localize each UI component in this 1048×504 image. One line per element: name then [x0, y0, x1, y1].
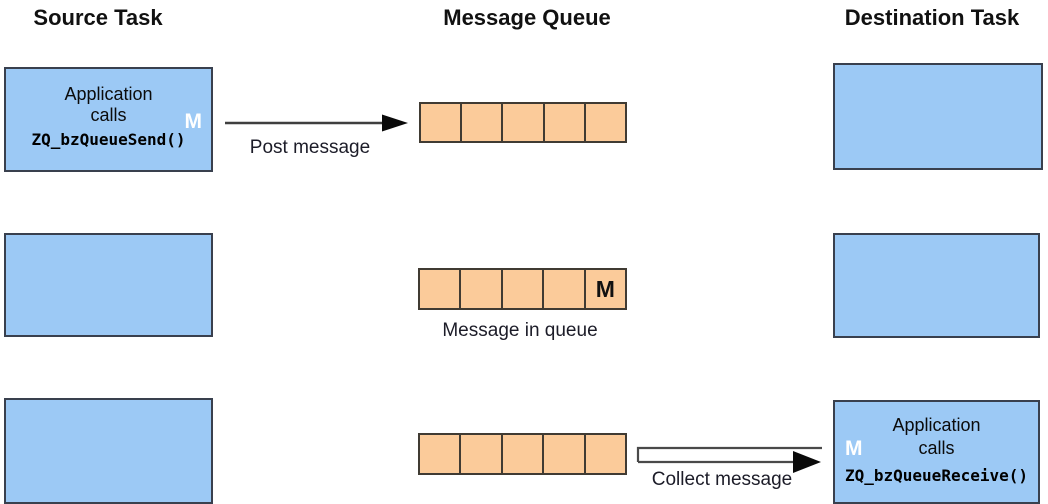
queue-cell: [583, 104, 626, 141]
message-marker: M: [845, 437, 863, 460]
queue-cell: [501, 104, 543, 141]
message-queue-row3: [418, 433, 627, 475]
collect-message-label: Collect message: [651, 469, 793, 490]
queue-cell: [459, 270, 501, 308]
destination-task-box-row2: [833, 233, 1040, 338]
source-task-header: Source Task: [33, 5, 163, 30]
message-queue-row1: [419, 102, 627, 143]
destination-task-box-row1: [833, 63, 1043, 170]
collect-message-arrow-icon: [636, 446, 822, 473]
queue-cell: [459, 435, 501, 473]
source-call-code: ZQ_bzQueueSend(): [31, 130, 186, 149]
message-marker: M: [184, 110, 203, 133]
queue-cell: [460, 104, 502, 141]
message-in-queue-label: Message in queue: [442, 320, 598, 341]
destination-task-header: Destination Task: [844, 5, 1020, 30]
queue-cell: [420, 435, 460, 473]
dest-call-line2: calls: [918, 438, 955, 458]
queue-cell: [542, 435, 584, 473]
queue-cell: [583, 435, 626, 473]
queue-cell: [420, 270, 460, 308]
message-marker: M: [595, 275, 615, 302]
post-message-arrow-icon: [225, 114, 408, 132]
message-queue-header: Message Queue: [443, 5, 611, 30]
destination-task-box-row3: Application calls ZQ_bzQueueReceive() M: [833, 400, 1040, 504]
queue-cell: [500, 435, 543, 473]
message-queue-row2: M: [418, 268, 627, 310]
source-call-line1: Application: [64, 84, 153, 104]
source-task-box-row3: [4, 398, 213, 504]
queue-cell: [421, 104, 461, 141]
source-call-line2: calls: [90, 105, 127, 125]
dest-call-line1: Application: [892, 415, 981, 435]
post-message-label: Post message: [249, 137, 371, 158]
queue-cell: M: [583, 270, 626, 308]
queue-cell: [542, 270, 584, 308]
source-task-box-row2: [4, 233, 213, 337]
source-task-box-row1: Application calls ZQ_bzQueueSend() M: [4, 67, 213, 172]
dest-call-code: ZQ_bzQueueReceive(): [844, 466, 1029, 485]
queue-cell: [500, 270, 543, 308]
queue-cell: [542, 104, 584, 141]
